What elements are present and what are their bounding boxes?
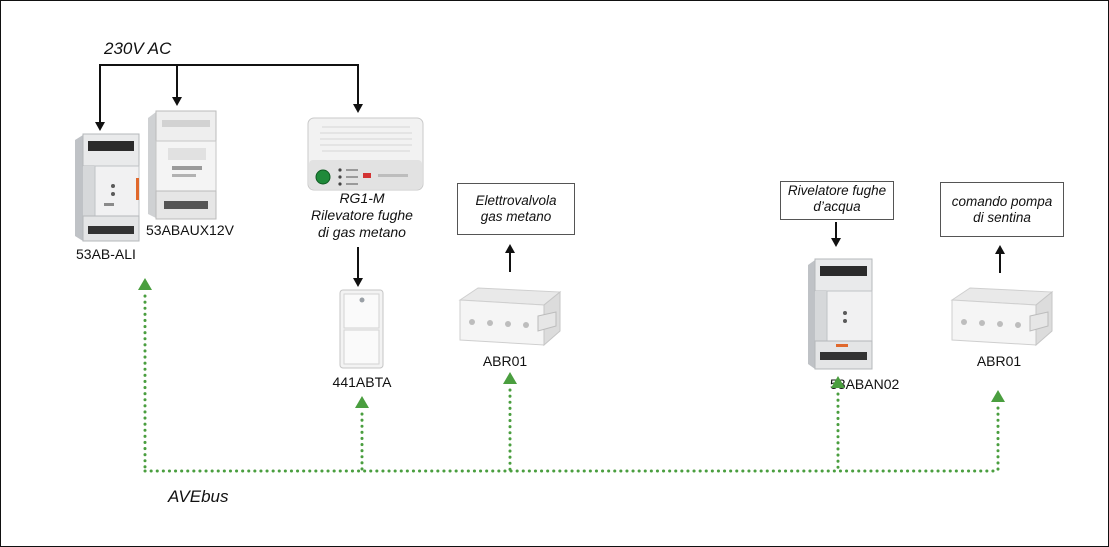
device-53ab-ali-image — [75, 133, 140, 242]
device-abr01-gas-label: ABR01 — [483, 353, 528, 369]
output-water-detector-line2: d’acqua — [813, 199, 861, 214]
device-53aban02-image — [808, 258, 873, 370]
output-pump-line1: comando pompa — [952, 194, 1053, 209]
device-rg1m-desc-line2: di gas metano — [318, 224, 406, 240]
bus-arrow-up-icon — [503, 372, 517, 384]
arrow-down-icon — [172, 97, 182, 106]
device-441abta-label: 441ABTA — [333, 374, 393, 390]
device-abr01-gas-image — [458, 287, 562, 347]
test-button-icon — [315, 169, 331, 185]
output-valve-line1: Elettrovalvola — [475, 193, 557, 208]
output-pump-box — [940, 182, 1064, 237]
arrow-down-icon — [831, 238, 841, 247]
device-53ab-ali-label: 53AB-ALI — [76, 246, 136, 262]
output-water-detector-box — [780, 181, 894, 220]
arrow-down-icon — [95, 122, 105, 131]
device-441abta-image — [339, 289, 384, 369]
bus-arrow-up-icon — [991, 390, 1005, 402]
power-label: 230V AC — [103, 39, 172, 58]
device-53abaux12v-label: 53ABAUX12V — [146, 222, 235, 238]
device-rg1m-desc-line1: Rilevatore fughe — [311, 207, 413, 223]
avebus-wiring — [138, 278, 1005, 473]
bus-arrow-up-icon — [138, 278, 152, 290]
led-icon — [359, 297, 365, 303]
bus-arrow-up-icon — [355, 396, 369, 408]
arrow-down-icon — [353, 104, 363, 113]
arrow-up-icon — [505, 244, 515, 253]
device-53abaux12v-image — [148, 110, 217, 220]
device-rg1m-image — [307, 117, 424, 191]
output-water-detector-line1: Rivelatore fughe — [788, 183, 886, 198]
avebus-label: AVEbus — [167, 487, 229, 506]
power-wiring — [95, 64, 363, 131]
output-valve-box — [457, 183, 575, 235]
arrow-down-icon — [353, 278, 363, 287]
bus-arrow-up-icon — [831, 376, 845, 388]
output-pump-line2: di sentina — [973, 210, 1031, 225]
arrow-up-icon — [995, 245, 1005, 254]
device-rg1m-model: RG1-M — [339, 190, 384, 206]
device-abr01-pump-image — [950, 287, 1054, 347]
output-valve-line2: gas metano — [481, 209, 552, 224]
device-53aban02-label: 53ABAN02 — [830, 376, 899, 392]
device-abr01-pump-label: ABR01 — [977, 353, 1022, 369]
